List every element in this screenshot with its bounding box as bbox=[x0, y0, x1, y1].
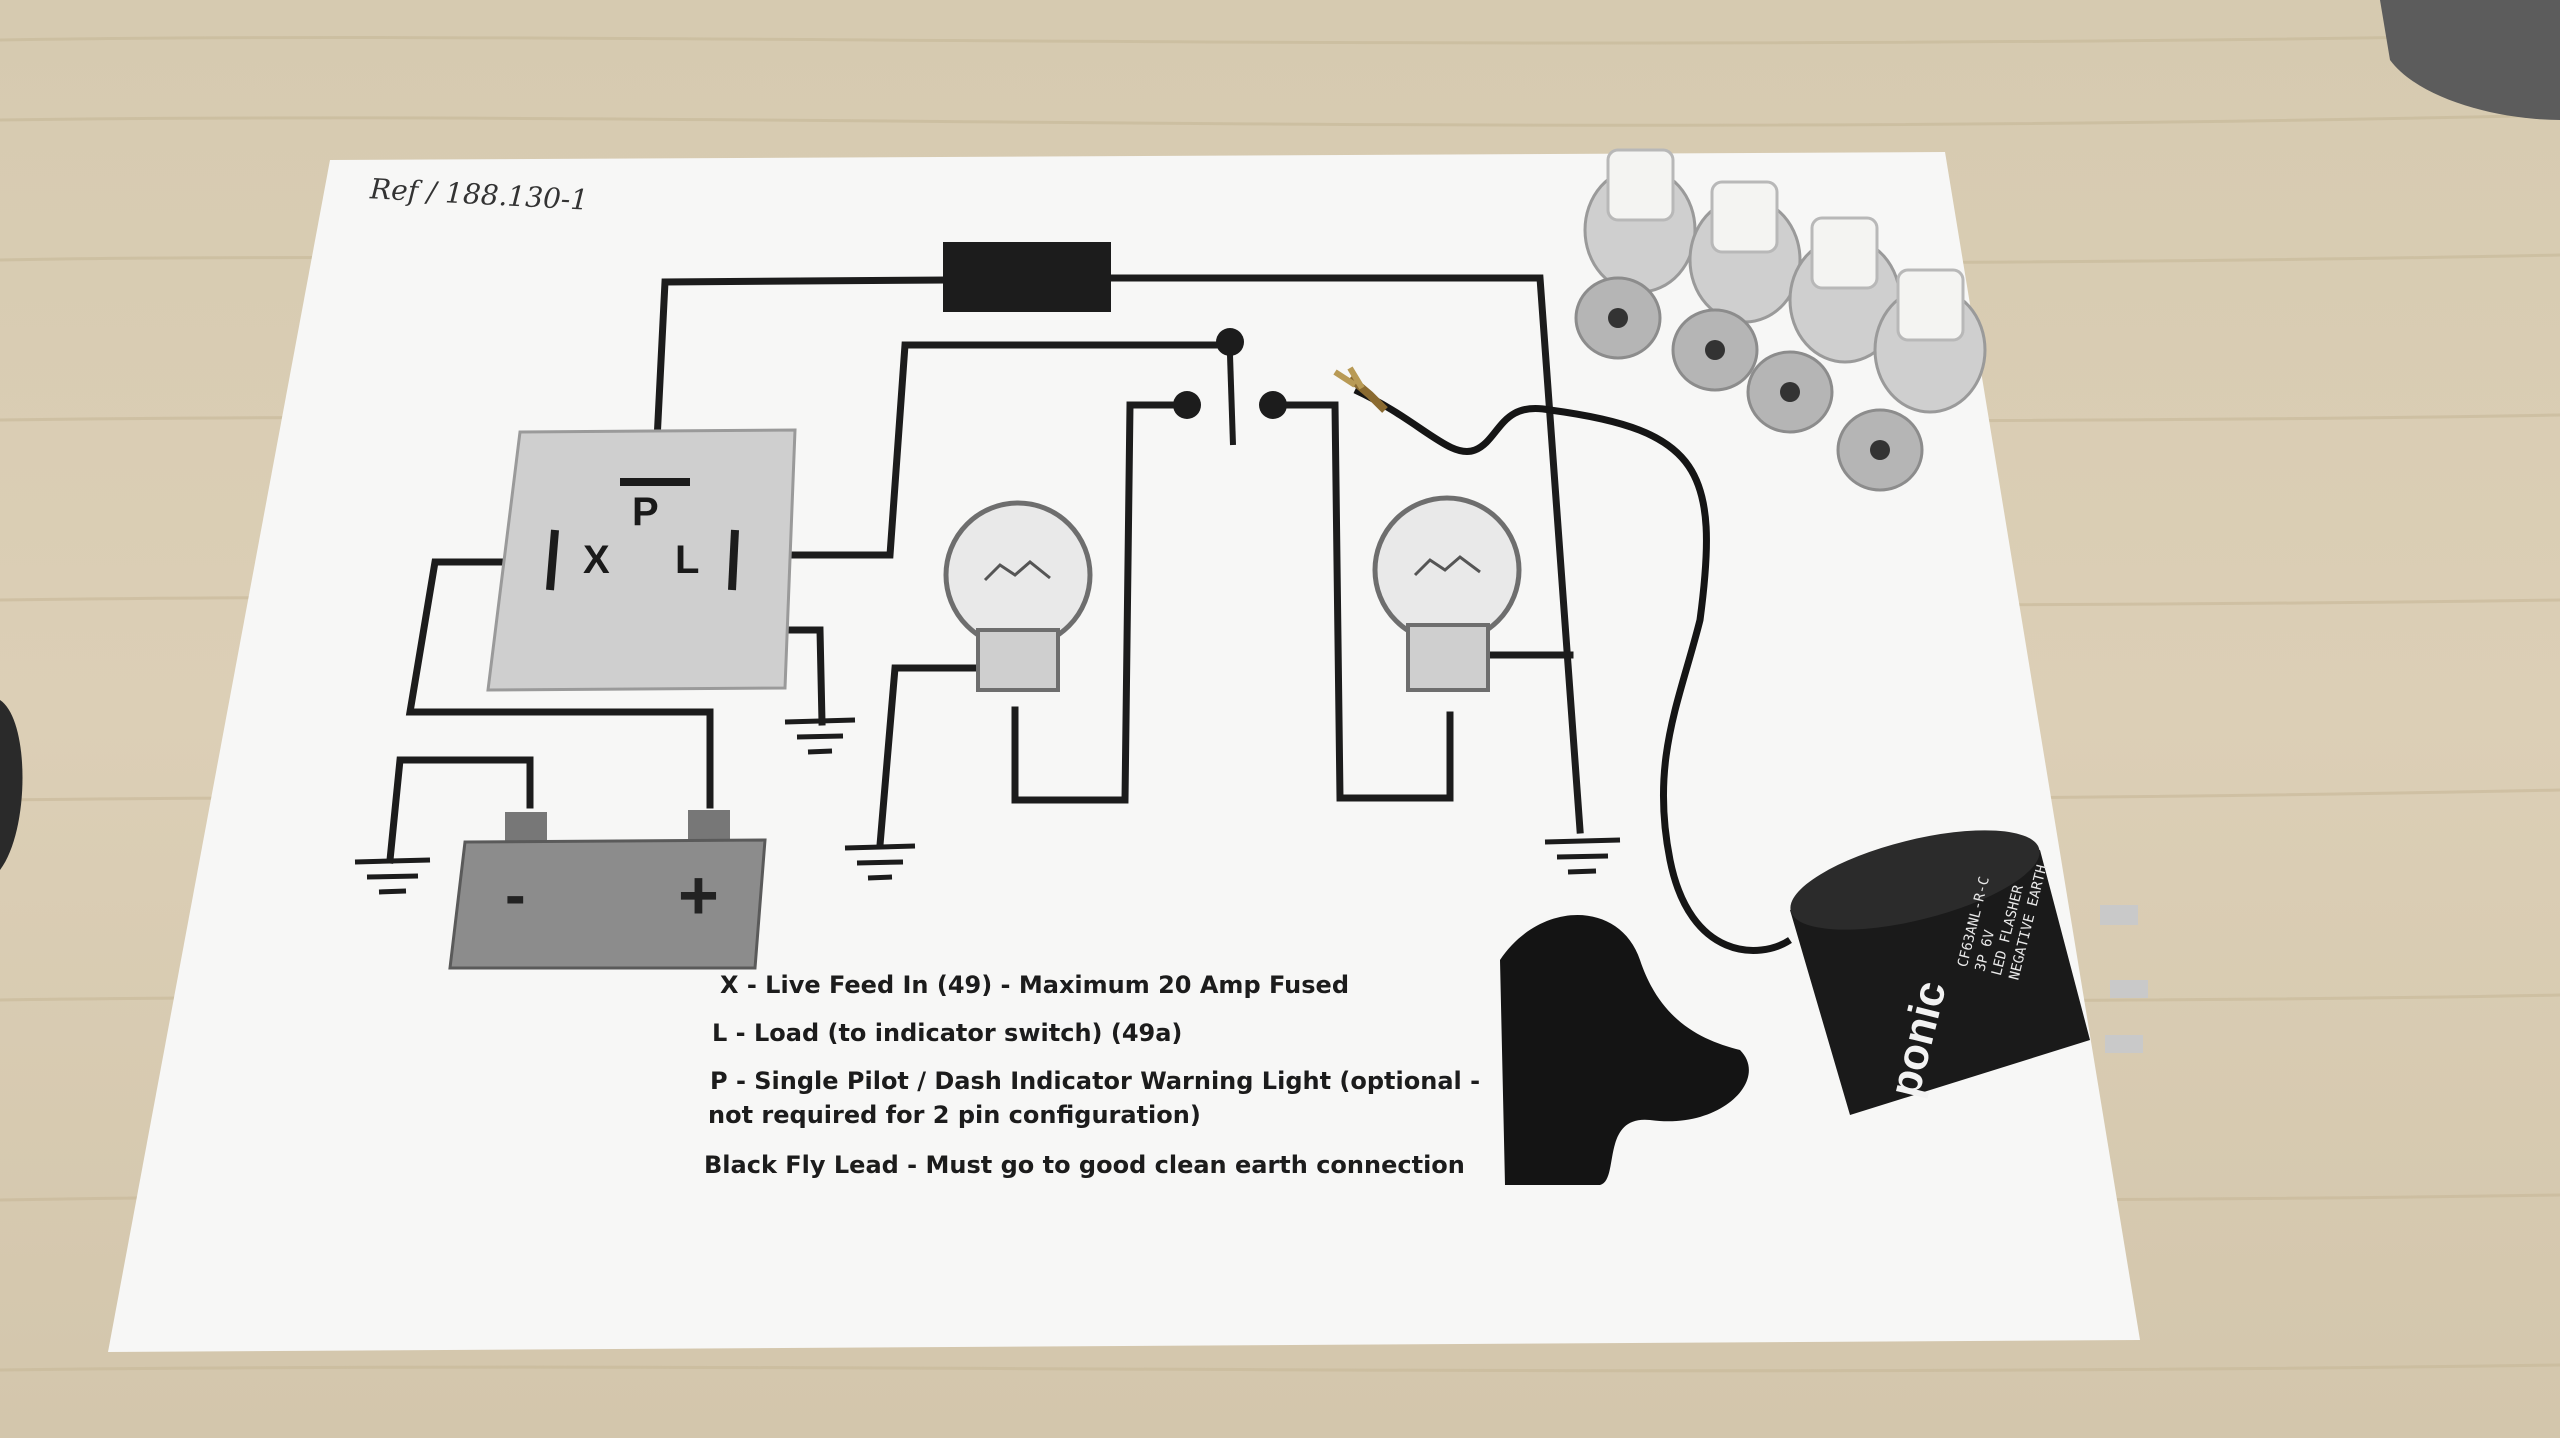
relay-box bbox=[486, 428, 797, 692]
wiring-diagram bbox=[386, 274, 1584, 864]
pin-label-x: X bbox=[583, 538, 610, 582]
battery-positive-sign: + bbox=[678, 856, 719, 934]
battery bbox=[448, 810, 767, 970]
mounting-bracket bbox=[1500, 915, 1749, 1185]
dark-object-top-right bbox=[2380, 0, 2560, 120]
indicator-switch bbox=[1173, 328, 1287, 419]
flasher-unit bbox=[1790, 830, 2148, 1115]
led-bulb bbox=[1836, 268, 1987, 492]
legend-line: P - Single Pilot / Dash Indicator Warnin… bbox=[710, 1067, 1481, 1095]
pin-label-l: L bbox=[675, 538, 700, 582]
switch-lever bbox=[1227, 354, 1236, 446]
led-bulb bbox=[1671, 180, 1802, 392]
fuse-block bbox=[943, 242, 1111, 312]
relay-terminals bbox=[546, 478, 739, 591]
legend-line: Black Fly Lead - Must go to good clean e… bbox=[704, 1151, 1465, 1179]
right-lamp bbox=[1372, 495, 1522, 692]
legend-line: L - Load (to indicator switch) (49a) bbox=[712, 1019, 1183, 1047]
dark-object-left-edge bbox=[0, 700, 23, 870]
pin-label-p: P bbox=[632, 490, 659, 534]
legend-line: X - Live Feed In (49) - Maximum 20 Amp F… bbox=[720, 971, 1350, 999]
black-fly-lead bbox=[1353, 386, 1792, 954]
battery-negative-sign: - bbox=[505, 861, 526, 930]
left-lamp bbox=[943, 500, 1093, 692]
legend-line: not required for 2 pin configuration) bbox=[708, 1101, 1201, 1129]
led-bulb bbox=[1574, 148, 1697, 360]
led-bulb bbox=[1746, 216, 1902, 434]
earth-symbols bbox=[354, 717, 1621, 895]
terminal-legend: X - Live Feed In (49) - Maximum 20 Amp F… bbox=[700, 970, 1480, 1200]
spade-terminal bbox=[1333, 366, 1388, 413]
